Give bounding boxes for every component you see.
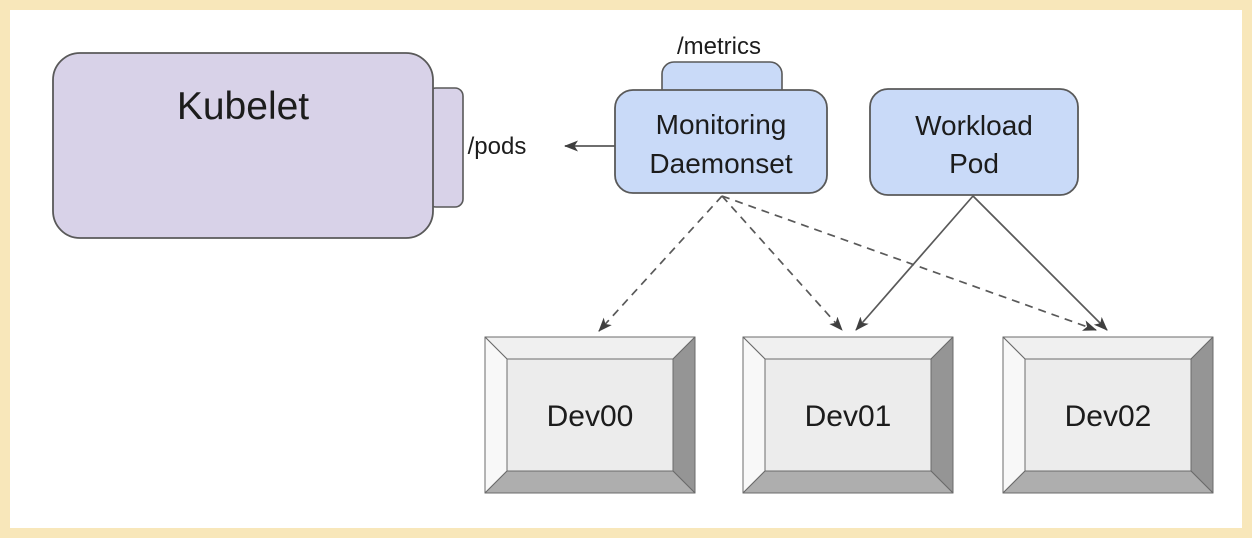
- workload-pod-box: [869, 88, 1079, 196]
- dev02-bevel-right: [1190, 336, 1214, 494]
- edge-workload-to-dev02: [972, 195, 1108, 331]
- dev00-machine: Dev00: [484, 336, 696, 494]
- dev00-bevel-bottom: [484, 470, 696, 494]
- dev02-bevel-bottom: [1002, 470, 1214, 494]
- pods-endpoint-label: /pods: [468, 133, 527, 160]
- edge-monitoring-to-dev00: [598, 195, 723, 332]
- workload-pod-label-line1: Workload: [915, 110, 1033, 141]
- dev00-bevel-right: [672, 336, 696, 494]
- kubelet-box: [52, 52, 434, 239]
- dev01-bevel-top: [742, 336, 954, 360]
- dev01-label: Dev01: [805, 400, 892, 433]
- dev02-bevel-top: [1002, 336, 1214, 360]
- workload-pod-label-line2: Pod: [949, 148, 999, 179]
- kubelet-label: Kubelet: [177, 85, 309, 128]
- dev02-bevel-left: [1002, 336, 1026, 494]
- dev02-label: Dev02: [1065, 400, 1152, 433]
- monitoring-daemonset-label-line1: Monitoring: [656, 109, 787, 140]
- dev01-bevel-left: [742, 336, 766, 494]
- edge-workload-to-dev01: [855, 195, 974, 331]
- dev00-label: Dev00: [547, 400, 634, 433]
- dev02-face: [1024, 358, 1192, 472]
- metrics-endpoint-label: /metrics: [677, 33, 761, 60]
- workload-pod-node: Workload Pod: [869, 88, 1079, 196]
- dev02-machine: Dev02: [1002, 336, 1214, 494]
- dev00-bevel-top: [484, 336, 696, 360]
- edge-monitoring-to-dev02: [721, 195, 1097, 331]
- dev00-face: [506, 358, 674, 472]
- dev00-bevel-left: [484, 336, 508, 494]
- dev01-bevel-bottom: [742, 470, 954, 494]
- dev01-machine: Dev01: [742, 336, 954, 494]
- edge-monitoring-to-dev01: [721, 195, 843, 331]
- monitoring-daemonset-box: [614, 89, 828, 194]
- monitoring-daemonset-label-line2: Daemonset: [649, 148, 792, 179]
- dev01-bevel-right: [930, 336, 954, 494]
- dev01-face: [764, 358, 932, 472]
- kubelet-node: Kubelet: [52, 52, 464, 239]
- monitoring-daemonset-node: /metrics Monitoring Daemonset: [614, 33, 828, 194]
